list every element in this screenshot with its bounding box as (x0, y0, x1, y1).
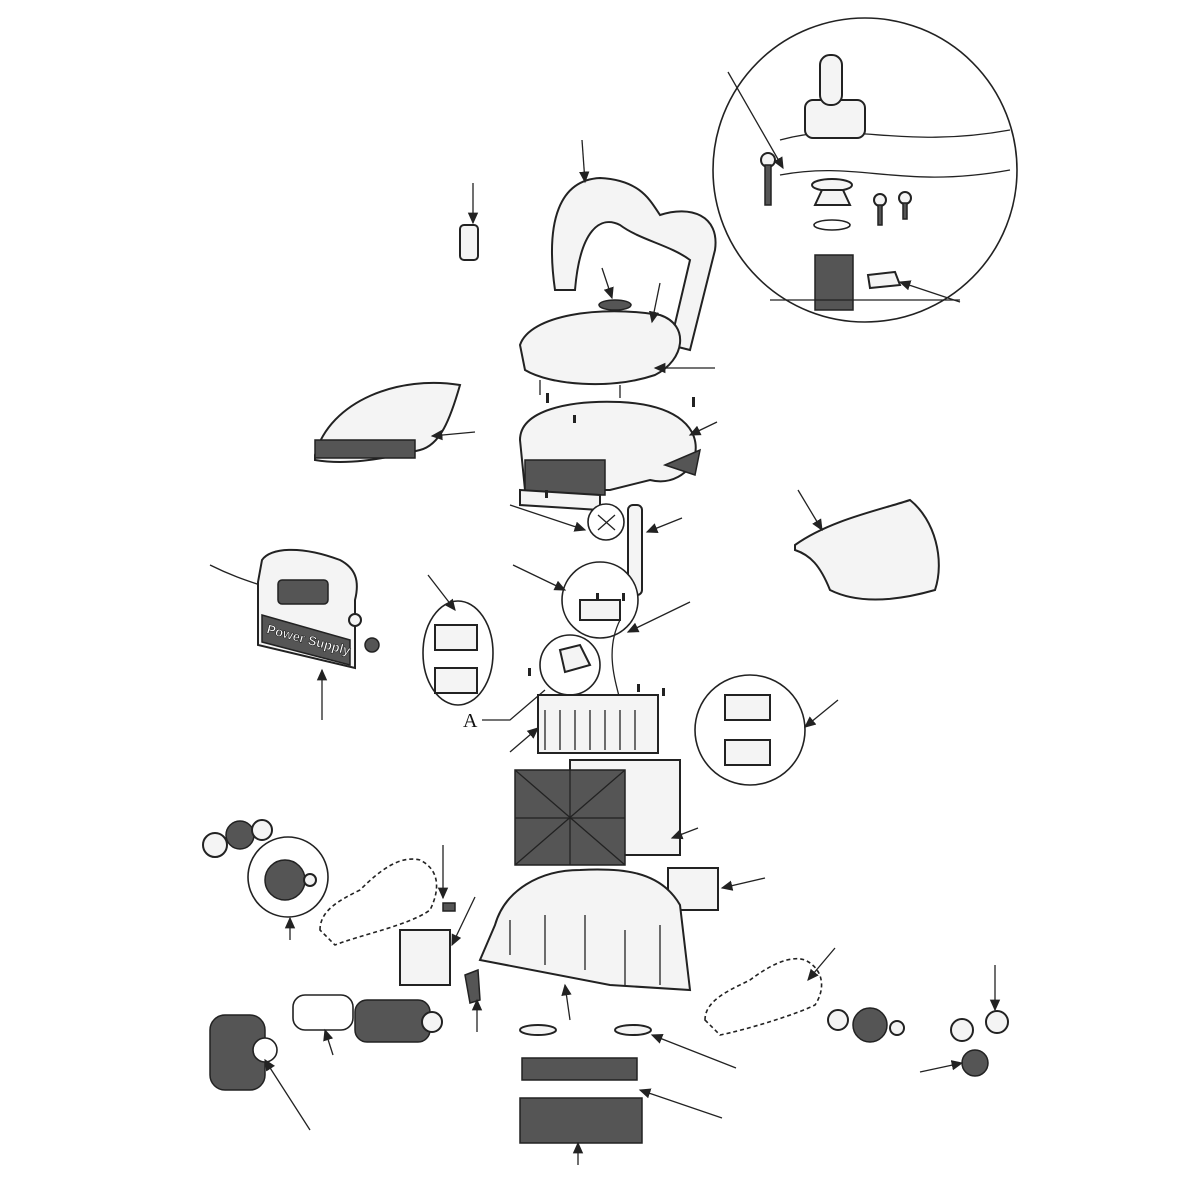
screw-icon (873, 193, 887, 226)
clips-detail-callout-right (694, 674, 806, 786)
filter-panel-front (514, 769, 626, 866)
left-track (319, 858, 438, 946)
brush-roller (354, 999, 431, 1043)
side-block (399, 929, 451, 986)
handle (551, 176, 717, 352)
latch (464, 968, 481, 1004)
gear-wheel (225, 820, 255, 850)
bearing (251, 819, 273, 841)
callout-label-a: A (463, 710, 478, 732)
remote-control (459, 224, 479, 261)
bearing (827, 1009, 849, 1031)
bottom-disc (614, 1024, 652, 1036)
gear-wheel (852, 1007, 888, 1043)
bottom-brush (519, 1097, 643, 1144)
gear-wheel (961, 1049, 989, 1077)
motor-unit (537, 694, 659, 754)
bearing (985, 1010, 1009, 1034)
power-supply: Power Supply (209, 548, 380, 670)
top-cover (518, 310, 682, 386)
right-track (704, 958, 823, 1036)
pin (442, 902, 456, 912)
bottom-plate (521, 1057, 638, 1081)
bearing (950, 1018, 974, 1042)
screw-icon (528, 393, 695, 696)
bearing (889, 1020, 905, 1036)
screw-icon (898, 191, 912, 220)
bearing (202, 832, 228, 858)
right-side-panel (794, 498, 940, 601)
swivel-detail-callout (712, 17, 1018, 323)
filter-indicator (598, 299, 632, 311)
brush-axle (292, 994, 354, 1031)
bottom-disc (519, 1024, 557, 1036)
leader-lines (264, 71, 1001, 1165)
clips-detail-callout (422, 600, 494, 706)
